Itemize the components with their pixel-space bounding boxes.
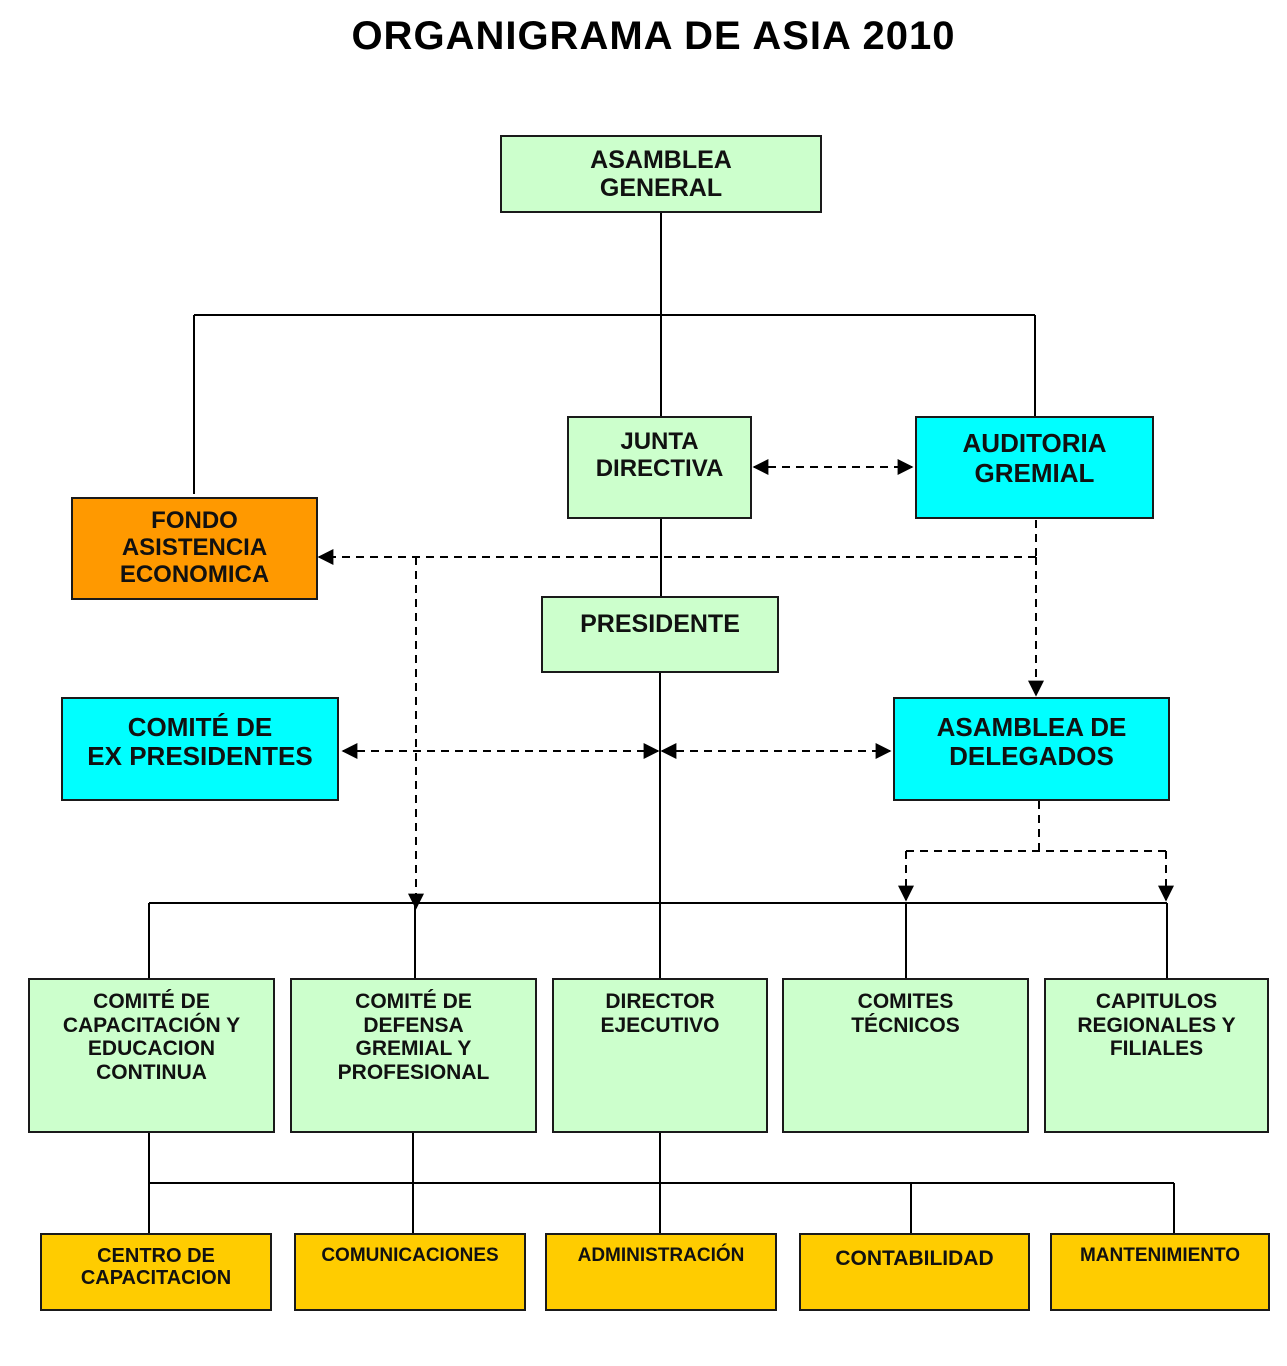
node-comite-capacitacion: COMITÉ DE CAPACITACIÓN Y EDUCACION CONTI…	[28, 978, 275, 1133]
node-asamblea-delegados-label: ASAMBLEA DE DELEGADOS	[936, 711, 1127, 771]
node-fondo-asistencia-label: FONDO ASISTENCIA ECONOMICA	[119, 507, 270, 588]
node-director-ejecutivo-label: DIRECTOR EJECUTIVO	[600, 990, 720, 1037]
node-mantenimiento-label: MANTENIMIENTO	[1079, 1245, 1241, 1266]
node-presidente-label: PRESIDENTE	[580, 610, 740, 638]
node-administracion: ADMINISTRACIÓN	[545, 1233, 777, 1311]
node-auditoria-gremial: AUDITORIA GREMIAL	[915, 416, 1154, 519]
node-auditoria-gremial-label: AUDITORIA GREMIAL	[962, 428, 1107, 488]
node-comite-ex-presidentes-label: COMITÉ DE EX PRESIDENTES	[87, 711, 313, 771]
node-centro-capacitacion-label: CENTRO DE CAPACITACION	[80, 1245, 232, 1290]
node-presidente: PRESIDENTE	[541, 596, 779, 673]
node-comunicaciones-label: COMUNICACIONES	[321, 1245, 499, 1266]
node-administracion-label: ADMINISTRACIÓN	[577, 1245, 745, 1266]
node-fondo-asistencia: FONDO ASISTENCIA ECONOMICA	[71, 497, 318, 600]
node-junta-directiva: JUNTA DIRECTIVA	[567, 416, 752, 519]
node-asamblea-delegados: ASAMBLEA DE DELEGADOS	[893, 697, 1170, 801]
node-capitulos-regionales-label: CAPITULOS REGIONALES Y FILIALES	[1077, 990, 1236, 1061]
node-comites-tecnicos: COMITES TÉCNICOS	[782, 978, 1029, 1133]
node-junta-directiva-label: JUNTA DIRECTIVA	[595, 427, 724, 482]
node-capitulos-regionales: CAPITULOS REGIONALES Y FILIALES	[1044, 978, 1269, 1133]
node-comites-tecnicos-label: COMITES TÉCNICOS	[851, 990, 960, 1037]
node-director-ejecutivo: DIRECTOR EJECUTIVO	[552, 978, 768, 1133]
node-comite-capacitacion-label: COMITÉ DE CAPACITACIÓN Y EDUCACION CONTI…	[62, 990, 241, 1084]
node-comite-defensa: COMITÉ DE DEFENSA GREMIAL Y PROFESIONAL	[290, 978, 537, 1133]
node-asamblea-general: ASAMBLEA GENERAL	[500, 135, 822, 213]
node-mantenimiento: MANTENIMIENTO	[1050, 1233, 1270, 1311]
node-comite-defensa-label: COMITÉ DE DEFENSA GREMIAL Y PROFESIONAL	[337, 990, 490, 1084]
node-asamblea-general-label: ASAMBLEA GENERAL	[590, 146, 732, 202]
node-contabilidad-label: CONTABILIDAD	[835, 1247, 994, 1270]
node-centro-capacitacion: CENTRO DE CAPACITACION	[40, 1233, 272, 1311]
chart-title: ORGANIGRAMA DE ASIA 2010	[351, 14, 956, 58]
node-comite-ex-presidentes: COMITÉ DE EX PRESIDENTES	[61, 697, 339, 801]
node-comunicaciones: COMUNICACIONES	[294, 1233, 526, 1311]
node-contabilidad: CONTABILIDAD	[799, 1233, 1030, 1311]
